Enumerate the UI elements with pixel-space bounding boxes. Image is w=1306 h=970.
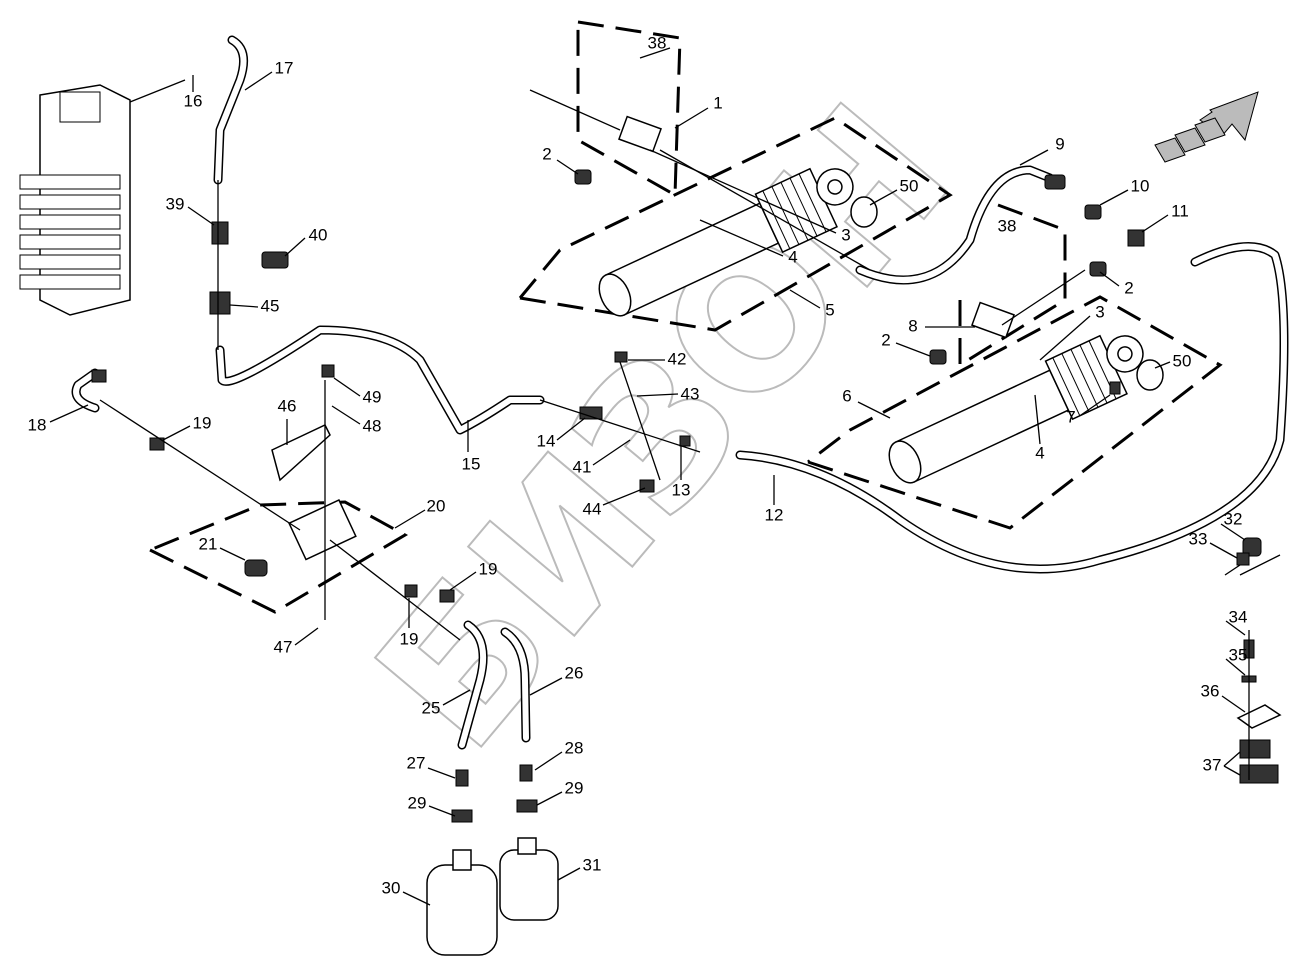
lift-cylinder-right [888, 334, 1144, 484]
assembly-box-8 [958, 200, 1067, 368]
callout: 37 [1203, 755, 1222, 774]
callout: 50 [900, 176, 919, 195]
callout: 40 [309, 225, 328, 244]
callout: 47 [274, 637, 293, 656]
callout: 18 [28, 415, 47, 434]
callout-labels: 38 1 2 3 50 4 5 9 10 11 2 38 8 2 3 50 6 … [28, 33, 1248, 897]
watermark-logo: БИЗОН [334, 64, 993, 790]
callout: 45 [261, 296, 280, 315]
callout: 4 [788, 247, 797, 266]
callout: 4 [1035, 443, 1044, 462]
fittings [91, 115, 1282, 823]
callout: 21 [199, 534, 218, 553]
callout: 41 [573, 457, 592, 476]
callout: 19 [479, 559, 498, 578]
callout: 31 [583, 855, 602, 874]
callout: 33 [1189, 529, 1208, 548]
callout: 35 [1229, 645, 1248, 664]
callout: 2 [1124, 278, 1133, 297]
callout: 38 [998, 216, 1017, 235]
assembly-box-6 [807, 295, 1223, 530]
callout: 42 [668, 349, 687, 368]
accumulators [426, 837, 559, 956]
callout: 32 [1224, 509, 1243, 528]
assembly-box-5 [518, 116, 953, 332]
assembly-box-20 [149, 500, 409, 614]
leader-lines [49, 47, 1281, 906]
callout: 15 [462, 454, 481, 473]
callout: 13 [672, 480, 691, 499]
callout: 48 [363, 416, 382, 435]
callout: 27 [407, 753, 426, 772]
callout: 28 [565, 738, 584, 757]
callout: 43 [681, 384, 700, 403]
svg-text:БИЗОН: БИЗОН [335, 65, 992, 789]
callout: 3 [841, 225, 850, 244]
callout: 29 [408, 793, 427, 812]
callout: 44 [583, 499, 602, 518]
callout: 38 [648, 33, 667, 52]
callout: 34 [1229, 607, 1248, 626]
callout: 9 [1055, 134, 1064, 153]
callout: 39 [166, 194, 185, 213]
callout: 16 [184, 91, 203, 110]
callout: 1 [713, 93, 722, 112]
callout: 46 [278, 396, 297, 415]
callout: 30 [382, 878, 401, 897]
callout: 7 [1066, 407, 1075, 426]
callout: 14 [537, 431, 556, 450]
lift-cylinder-left [598, 167, 854, 317]
callout: 11 [1171, 201, 1189, 220]
control-valve-bank [19, 84, 131, 316]
callout: 8 [908, 316, 917, 335]
callout: 26 [565, 663, 584, 682]
callout: 29 [565, 778, 584, 797]
callout: 20 [427, 496, 446, 515]
callout: 12 [765, 505, 784, 524]
callout: 50 [1173, 351, 1192, 370]
callout: 19 [193, 413, 212, 432]
callout: 25 [422, 698, 441, 717]
callout: 3 [1095, 302, 1104, 321]
callout: 5 [825, 300, 834, 319]
callout: 10 [1131, 176, 1150, 195]
callout: 49 [363, 387, 382, 406]
callout: 2 [881, 330, 890, 349]
forward-arrow-icon [1154, 91, 1259, 163]
callout: 6 [842, 386, 851, 405]
callout: 17 [275, 58, 294, 77]
callout: 36 [1201, 681, 1220, 700]
callout: 2 [542, 144, 551, 163]
callout: 19 [400, 629, 419, 648]
hydraulic-lines [71, 35, 1289, 750]
